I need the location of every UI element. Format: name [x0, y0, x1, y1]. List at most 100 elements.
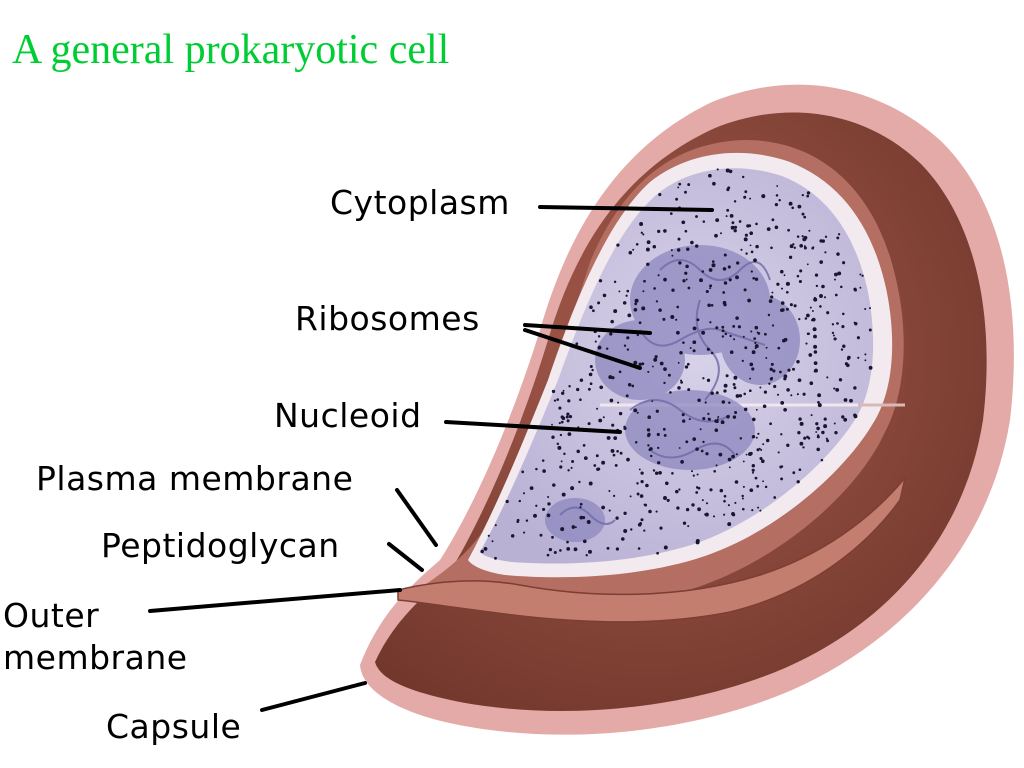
ribosome-dot — [735, 275, 739, 280]
ribosome-dot — [728, 169, 733, 174]
ribosome-dot — [705, 502, 709, 505]
ribosome-dot — [617, 401, 620, 404]
ribosome-dot — [561, 391, 565, 395]
ribosome-dot — [629, 495, 632, 498]
ribosome-dot — [826, 311, 830, 315]
ribosome-dot — [599, 385, 604, 390]
ribosome-dot — [651, 365, 654, 368]
ribosome-dot — [625, 294, 628, 297]
ribosome-dot — [652, 245, 656, 249]
ribosome-dot — [566, 540, 569, 544]
ribosome-dot — [601, 505, 605, 510]
ribosome-dot — [752, 471, 754, 474]
ribosome-dot — [598, 418, 603, 423]
ribosome-dot — [614, 463, 618, 467]
ribosome-dot — [638, 321, 642, 325]
ribosome-dot — [704, 512, 709, 517]
ribosome-dot — [631, 384, 635, 388]
ribosome-dot — [618, 411, 623, 416]
ribosome-dot — [725, 215, 728, 218]
ribosome-dot — [539, 533, 543, 537]
ribosome-dot — [483, 547, 488, 551]
ribosome-dot — [864, 307, 867, 311]
ribosome-dot — [695, 447, 699, 451]
ribosome-dot — [625, 394, 629, 398]
ribosome-dot — [641, 362, 645, 366]
ribosome-dot — [559, 549, 562, 552]
ribosome-dot — [723, 302, 726, 305]
ribosome-dot — [837, 233, 841, 236]
ribosome-dot — [738, 220, 742, 223]
ribosome-dot — [836, 322, 839, 325]
ribosome-dot — [560, 415, 564, 419]
ribosome-dot — [806, 263, 809, 266]
ribosome-dot — [825, 437, 828, 440]
ribosome-dot — [819, 305, 822, 308]
ribosome-dot — [819, 260, 824, 264]
ribosome-dot — [755, 244, 759, 249]
ribosome-dot — [678, 447, 681, 449]
ribosome-dot — [733, 386, 737, 390]
ribosome-dot — [756, 331, 759, 334]
ribosome-dot — [812, 327, 817, 332]
ribosome-dot — [546, 553, 550, 557]
ribosome-dot — [723, 281, 728, 285]
ribosome-dot — [640, 479, 644, 484]
label-ribosomes: Ribosomes — [295, 299, 480, 338]
ribosome-dot — [547, 502, 551, 506]
ribosome-dot — [743, 288, 747, 292]
ribosome-dot — [685, 507, 690, 512]
ribosome-dot — [806, 191, 811, 195]
ribosome-dot — [826, 439, 830, 443]
ribosome-dot — [690, 240, 694, 245]
ribosome-dot — [657, 229, 661, 234]
ribosome-dot — [645, 247, 650, 252]
label-peptidoglycan: Peptidoglycan — [101, 526, 340, 565]
ribosome-dot — [749, 244, 752, 247]
ribosome-dot — [773, 496, 777, 499]
ribosome-dot — [613, 280, 617, 284]
ribosome-dot — [780, 433, 783, 436]
ribosome-dot — [675, 197, 679, 201]
ribosome-dot — [823, 424, 828, 429]
ribosome-dot — [728, 466, 731, 469]
ribosome-dot — [869, 307, 871, 310]
ribosome-dot — [783, 377, 787, 381]
ribosome-dot — [723, 253, 727, 257]
ribosome-dot — [535, 504, 538, 507]
ribosomes-leader-1 — [523, 323, 652, 335]
ribosome-dot — [692, 349, 696, 353]
ribosome-dot — [790, 394, 793, 397]
ribosome-dot — [579, 502, 583, 506]
ribosome-dot — [745, 453, 748, 456]
ribosome-dot — [695, 244, 699, 248]
ribosome-dot — [798, 317, 801, 321]
ribosome-dot — [809, 381, 814, 386]
ribosome-dot — [588, 549, 592, 554]
ribosome-dot — [596, 407, 599, 410]
ribosome-dot — [705, 452, 709, 456]
ribosome-dot — [765, 438, 770, 443]
ribosome-dot — [817, 403, 822, 408]
ribosome-dot — [687, 183, 691, 187]
ribosome-dot — [628, 250, 633, 255]
ribosome-dot — [751, 509, 754, 512]
ribosome-dot — [779, 370, 782, 374]
ribosome-dot — [783, 407, 787, 412]
ribosome-dot — [856, 336, 860, 340]
ribosome-dot — [747, 298, 751, 303]
ribosome-dot — [626, 289, 630, 293]
ribosome-dot — [686, 362, 690, 366]
ribosome-dot — [749, 197, 752, 200]
ribosome-dot — [823, 417, 827, 421]
ribosome-dot — [744, 190, 748, 194]
ribosome-dot — [593, 464, 597, 467]
ribosome-dot — [853, 287, 857, 291]
ribosome-dot — [719, 488, 724, 493]
ribosome-dot — [639, 494, 644, 498]
ribosome-dot — [667, 373, 671, 377]
ribosome-dot — [658, 471, 662, 475]
ribosome-dot — [638, 362, 642, 367]
ribosome-dot — [589, 305, 593, 309]
